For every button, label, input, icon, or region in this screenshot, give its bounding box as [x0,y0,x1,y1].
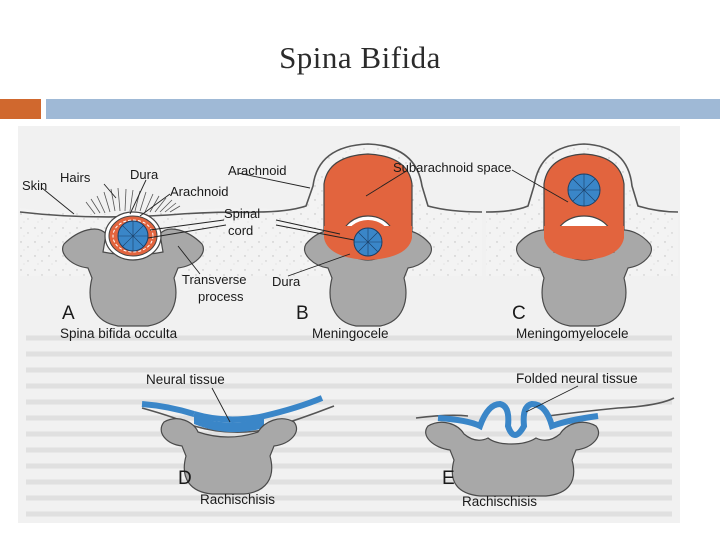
label-dura-b: Dura [272,274,301,289]
accent-bar-blue [46,99,720,119]
accent-bar-orange [0,99,41,119]
panel-b-caption: Meningocele [312,326,389,341]
panel-d-caption: Rachischisis [200,492,275,507]
label-transverse: Transverse [182,272,247,287]
panel-c-illustration [485,143,679,327]
figure-svg: Skin Hairs Dura Arachnoid Spinal cord Ar… [18,126,680,523]
label-hairs: Hairs [60,170,91,185]
label-subarachnoid-space: Subarachnoid space [393,160,512,175]
panel-c-caption: Meningomyelocele [516,326,629,341]
panel-d-letter: D [178,468,192,489]
label-spinal: Spinal [224,206,260,221]
leader-lines [41,169,579,423]
label-skin: Skin [22,178,47,193]
panel-e-letter: E [442,468,455,489]
label-dura-a: Dura [130,167,159,182]
label-arachnoid-b: Arachnoid [228,163,287,178]
panel-a-illustration [19,187,289,327]
panel-e-caption: Rachischisis [462,494,537,509]
panel-a-letter: A [62,303,75,324]
hairs-illustration [85,187,181,215]
label-arachnoid-a: Arachnoid [170,184,229,199]
panel-a-caption: Spina bifida occulta [60,326,178,341]
slide-title: Spina Bifida [279,40,441,75]
panel-d-illustration [141,395,335,495]
panel-c-letter: C [512,303,526,324]
panel-b-letter: B [296,303,309,324]
label-process: process [198,289,244,304]
label-neural-tissue: Neural tissue [146,372,225,387]
panel-e-illustration [415,397,675,497]
label-cord: cord [228,223,253,238]
spina-bifida-figure: Skin Hairs Dura Arachnoid Spinal cord Ar… [18,126,680,523]
label-folded-neural-tissue: Folded neural tissue [516,371,638,386]
